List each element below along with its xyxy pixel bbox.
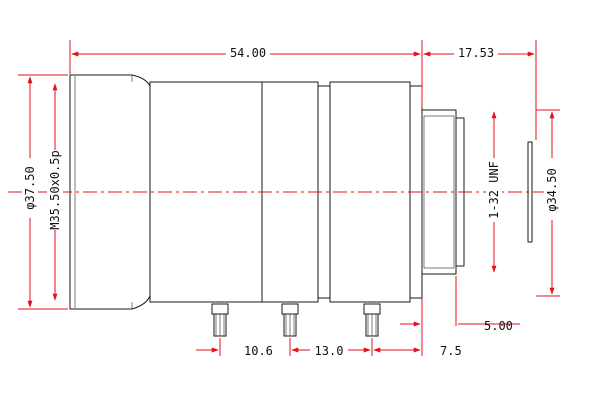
dim-screw-pitch-1-label: 10.6: [244, 344, 273, 358]
dim-mount-thread-label: 1-32 UNF: [487, 161, 501, 219]
lens-body: [69, 74, 533, 337]
dim-screw-offset-label: 7.5: [440, 344, 462, 358]
dim-mount-diameter-label: φ34.50: [545, 168, 559, 211]
dimension-lines: [27, 51, 555, 353]
dim-outer-diameter-label: φ37.50: [23, 166, 37, 209]
extension-lines: [18, 40, 560, 356]
dim-flange-back-label: 17.53: [458, 46, 494, 60]
dim-filter-thread-label: M35.50x0.5p: [48, 150, 62, 229]
locking-screw-2: [281, 303, 299, 337]
dim-mount-depth-label: 5.00: [484, 319, 513, 333]
dim-overall-length-label: 54.00: [230, 46, 266, 60]
locking-screw-1: [211, 303, 229, 337]
dim-screw-pitch-2-label: 13.0: [315, 344, 344, 358]
locking-screw-3: [363, 303, 381, 337]
